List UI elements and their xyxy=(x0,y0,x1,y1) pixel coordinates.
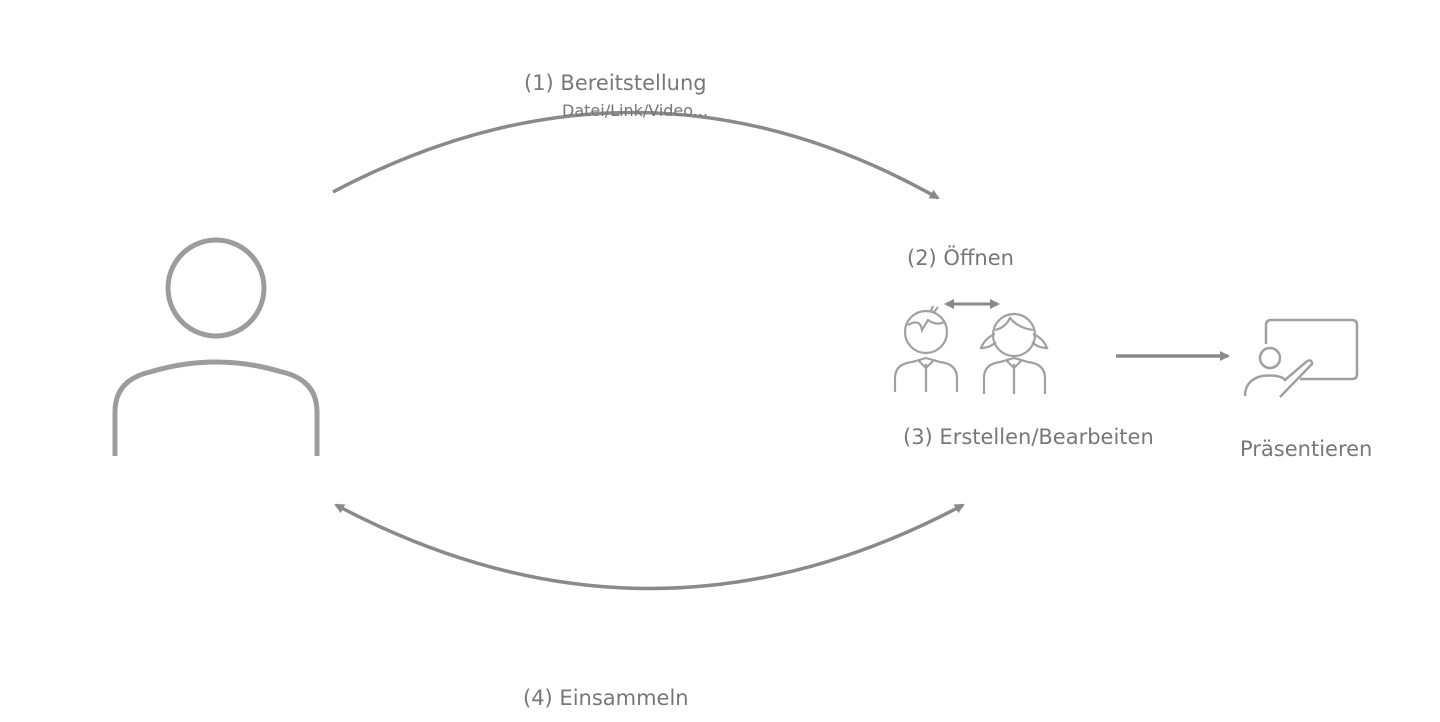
present-label: Präsentieren xyxy=(1240,437,1373,461)
collect-arrow xyxy=(334,503,965,591)
step1-sub-label: Datei/Link/Video... xyxy=(562,101,709,120)
step3-label: (3) Erstellen/Bearbeiten xyxy=(903,425,1154,449)
presenter-board-icon xyxy=(1243,318,1359,398)
students-icon xyxy=(893,299,1049,394)
step2-label: (2) Öffnen xyxy=(907,246,1014,270)
provide-arrow xyxy=(332,110,940,200)
step4-label: (4) Einsammeln xyxy=(523,686,689,710)
teacher-person-icon xyxy=(112,237,320,456)
step1-label: (1) Bereitstellung xyxy=(524,71,707,95)
